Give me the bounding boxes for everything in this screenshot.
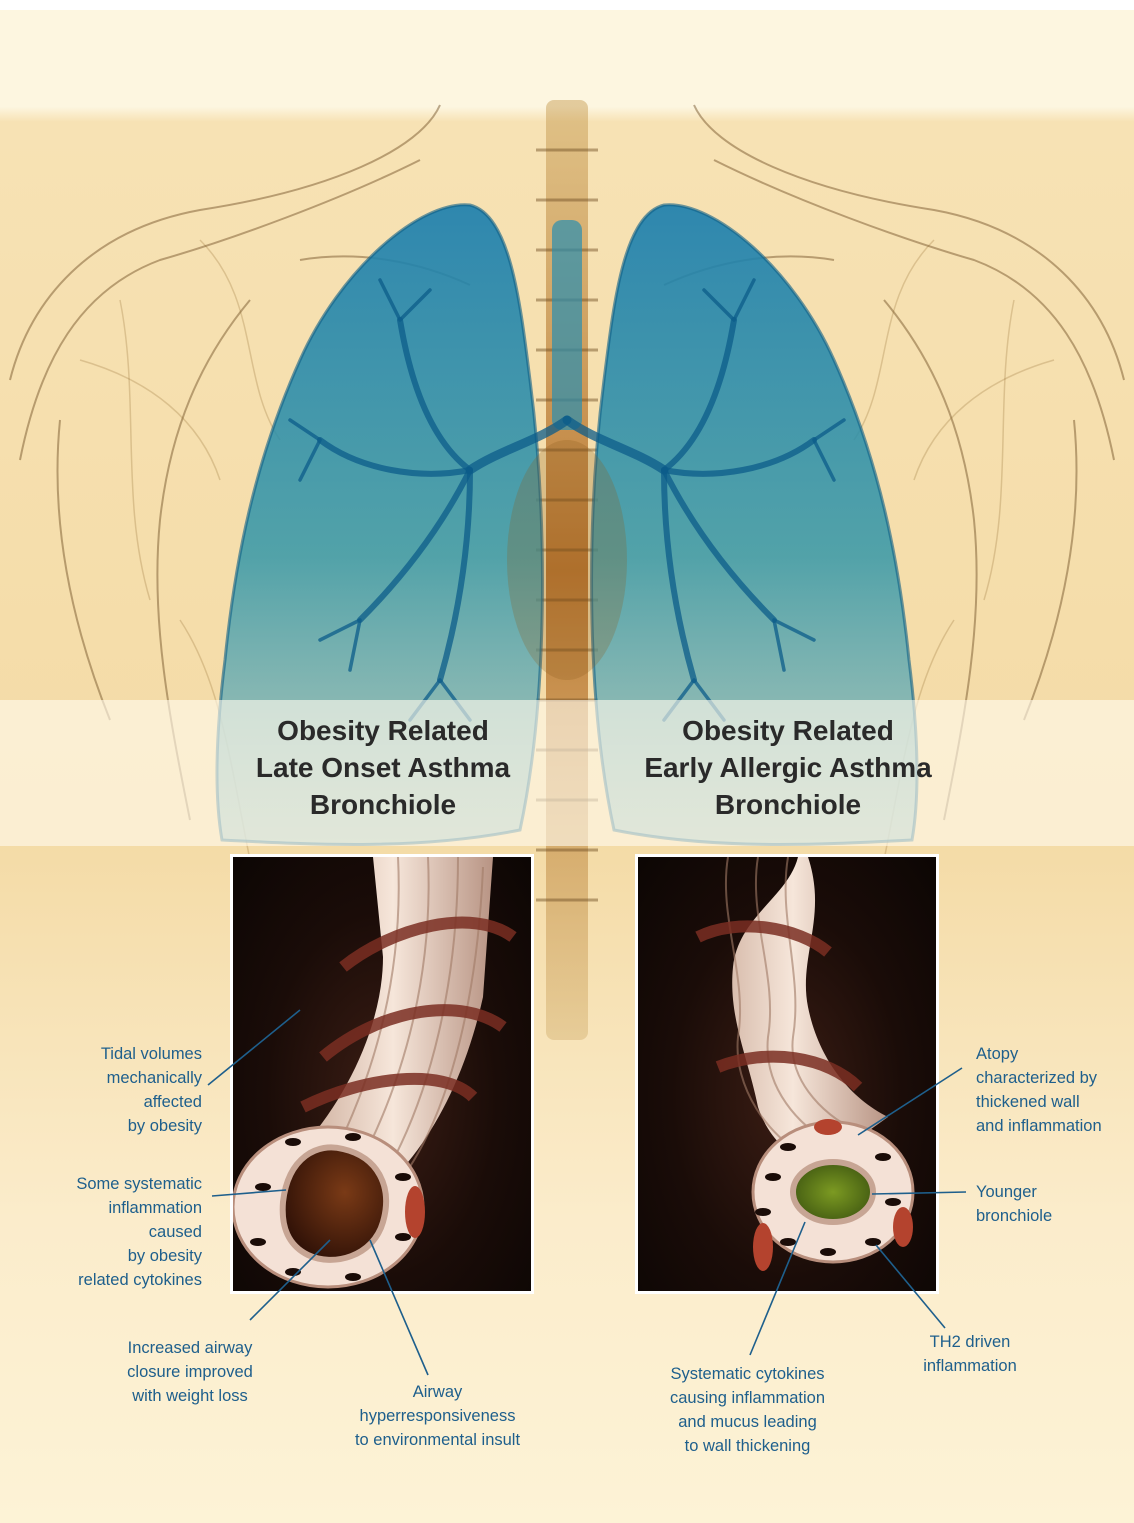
early-allergic-bronchiole-artwork <box>638 857 939 1294</box>
callout-line: characterized by <box>976 1066 1131 1090</box>
callout-line: inflammation <box>900 1354 1040 1378</box>
inflammation-patch <box>814 1119 842 1135</box>
late-onset-bronchiole-panel <box>230 854 534 1294</box>
inflammation-patch <box>893 1207 913 1247</box>
callout-line: by obesity <box>20 1244 202 1268</box>
callout-line: Younger <box>976 1180 1126 1204</box>
heading-late-onset-asthma: Obesity Related Late Onset Asthma Bronch… <box>203 712 563 823</box>
callout-line: mechanically <box>40 1066 202 1090</box>
top-margin <box>0 0 1134 10</box>
heading-right-line-1: Obesity Related <box>608 712 968 749</box>
callout-systematic-inflammation: Some systematic inflammation caused by o… <box>20 1172 202 1292</box>
callout-line: Increased airway <box>95 1336 285 1360</box>
airway-lumen <box>793 1162 873 1222</box>
callout-line: with weight loss <box>95 1384 285 1408</box>
callout-line: to environmental insult <box>330 1428 545 1452</box>
callout-airway-closure: Increased airway closure improved with w… <box>95 1336 285 1408</box>
callout-line: Airway <box>330 1380 545 1404</box>
callout-line: affected <box>40 1090 202 1114</box>
callout-line: bronchiole <box>976 1204 1126 1228</box>
heading-right-line-3: Bronchiole <box>608 786 968 823</box>
callout-line: inflammation <box>20 1196 202 1220</box>
callout-line: related cytokines <box>20 1268 202 1292</box>
callout-younger-bronchiole: Younger bronchiole <box>976 1180 1126 1228</box>
heading-early-allergic-asthma: Obesity Related Early Allergic Asthma Br… <box>608 712 968 823</box>
inflammation-patch <box>405 1186 425 1238</box>
callout-line: Systematic cytokines <box>640 1362 855 1386</box>
callout-systematic-cytokines: Systematic cytokines causing inflammatio… <box>640 1362 855 1458</box>
callout-line: by obesity <box>40 1114 202 1138</box>
callout-line: caused <box>20 1220 202 1244</box>
callout-th2: TH2 driven inflammation <box>900 1330 1040 1378</box>
heading-left-line-2: Late Onset Asthma <box>203 749 563 786</box>
callout-line: and inflammation <box>976 1114 1131 1138</box>
callout-line: and mucus leading <box>640 1410 855 1434</box>
callout-hyperresponsiveness: Airway hyperresponsiveness to environmen… <box>330 1380 545 1452</box>
heading-left-line-1: Obesity Related <box>203 712 563 749</box>
callout-line: Atopy <box>976 1042 1131 1066</box>
callout-line: thickened wall <box>976 1090 1131 1114</box>
early-allergic-bronchiole-panel <box>635 854 939 1294</box>
trachea <box>552 220 582 430</box>
callout-tidal-volumes: Tidal volumes mechanically affected by o… <box>40 1042 202 1138</box>
heading-left-line-3: Bronchiole <box>203 786 563 823</box>
heading-right-line-2: Early Allergic Asthma <box>608 749 968 786</box>
callout-line: to wall thickening <box>640 1434 855 1458</box>
callout-line: Some systematic <box>20 1172 202 1196</box>
callout-line: TH2 driven <box>900 1330 1040 1354</box>
inflammation-patch <box>753 1223 773 1271</box>
callout-line: closure improved <box>95 1360 285 1384</box>
callout-atopy: Atopy characterized by thickened wall an… <box>976 1042 1131 1138</box>
callout-line: Tidal volumes <box>40 1042 202 1066</box>
late-onset-bronchiole-artwork <box>233 857 534 1294</box>
airway-lumen <box>283 1147 386 1259</box>
callout-line: hyperresponsiveness <box>330 1404 545 1428</box>
callout-line: causing inflammation <box>640 1386 855 1410</box>
heart <box>507 440 627 680</box>
